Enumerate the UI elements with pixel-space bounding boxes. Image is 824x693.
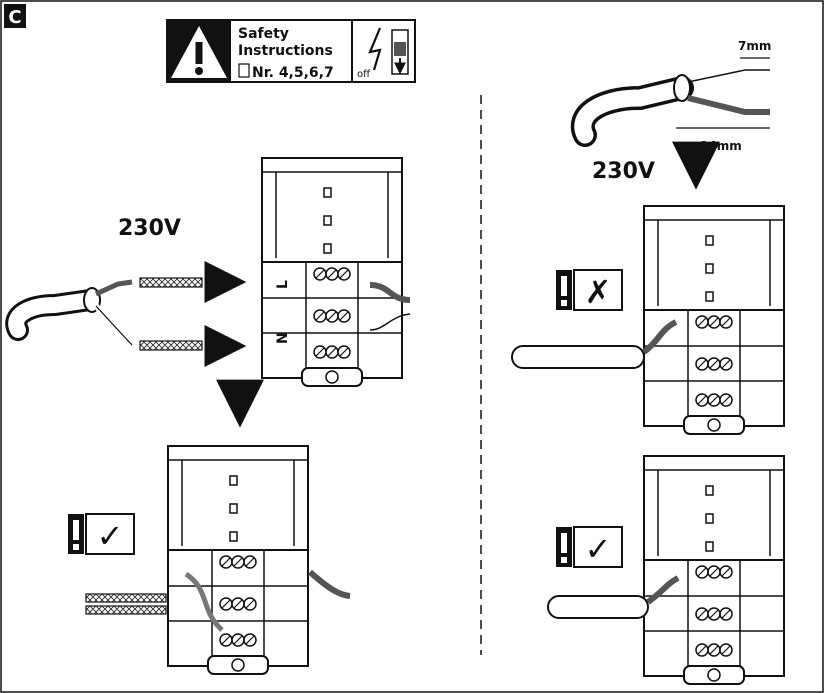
exclamation-icon (561, 533, 567, 553)
existing-wire-white (369, 313, 411, 331)
lightning-icon (368, 27, 382, 71)
terminal-label-neutral: N (275, 332, 291, 344)
existing-wire-brown (369, 282, 411, 303)
strip-length-short: 7mm (738, 39, 771, 53)
cross-icon: ✗ (585, 273, 612, 311)
wire-brown-right (646, 575, 680, 605)
terminal-block-wrong (643, 205, 785, 435)
cable-sheath-right (547, 595, 649, 619)
safety-instructions-box: Safety Instructions Nr. 4,5,6,7 off (166, 19, 416, 83)
terminal-label-live: L (275, 280, 291, 289)
cable-sheath-wrong (511, 345, 645, 369)
wire-in-neutral (85, 605, 167, 615)
exclamation-icon (561, 276, 567, 296)
switch-off-label: off (357, 69, 371, 80)
safety-line-1: Safety (238, 26, 289, 42)
cable-left-top (5, 279, 135, 348)
stripped-wire-neutral (139, 340, 203, 351)
safety-line-2: Instructions (238, 43, 333, 59)
document-icon (238, 63, 250, 78)
cable-right-top (571, 69, 770, 147)
safety-line-3: Nr. 4,5,6,7 (252, 65, 334, 81)
check-icon: ✓ (97, 517, 124, 555)
wire-in-live (85, 593, 167, 603)
strip-length-long: 14mm (700, 139, 742, 153)
wire-brown-wrong (642, 319, 678, 355)
voltage-label-right: 230V (592, 159, 655, 184)
voltage-label-left: 230V (118, 216, 181, 241)
verdict-wrong: ✗ (556, 269, 623, 311)
terminal-block-correct (167, 445, 309, 675)
verdict-correct-left: ✓ (68, 513, 135, 555)
exclamation-icon (73, 520, 79, 540)
terminal-block-empty (261, 157, 403, 387)
existing-wire-brown (307, 569, 351, 599)
section-badge (4, 4, 26, 28)
check-icon: ✓ (585, 530, 612, 568)
verdict-correct-right: ✓ (556, 526, 623, 568)
terminal-block-correct-right (643, 455, 785, 685)
section-letter: C (8, 7, 21, 28)
connected-wire (184, 571, 224, 632)
stripped-wire-live (139, 277, 203, 288)
